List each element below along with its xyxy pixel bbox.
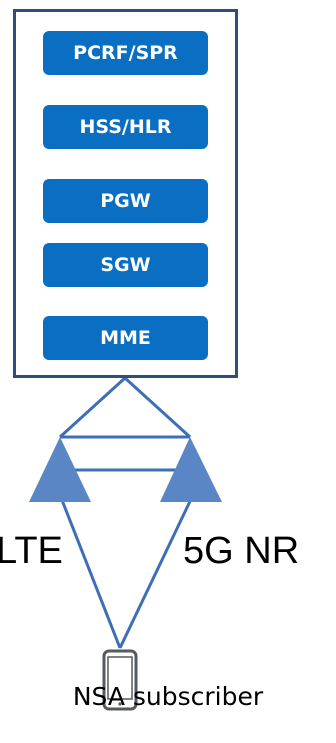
smartphone-icon xyxy=(102,649,138,711)
lte-to-device-link xyxy=(58,494,122,649)
mme-function: MME xyxy=(43,316,208,360)
lte-antenna-icon xyxy=(29,437,91,502)
core-to-nr-link xyxy=(123,376,192,439)
nr-antenna-icon xyxy=(160,437,222,502)
core-to-lte-link xyxy=(58,376,127,439)
lte-label: LTE xyxy=(0,530,63,572)
sgw-function: SGW xyxy=(43,243,208,287)
device-label: NSA subscriber xyxy=(72,682,264,711)
nr-label: 5G NR xyxy=(183,530,300,572)
pcrf-spr-function: PCRF/SPR xyxy=(43,31,208,75)
hss-hlr-function: HSS/HLR xyxy=(43,105,208,149)
pgw-function: PGW xyxy=(43,179,208,223)
nr-to-device-link xyxy=(118,494,195,649)
